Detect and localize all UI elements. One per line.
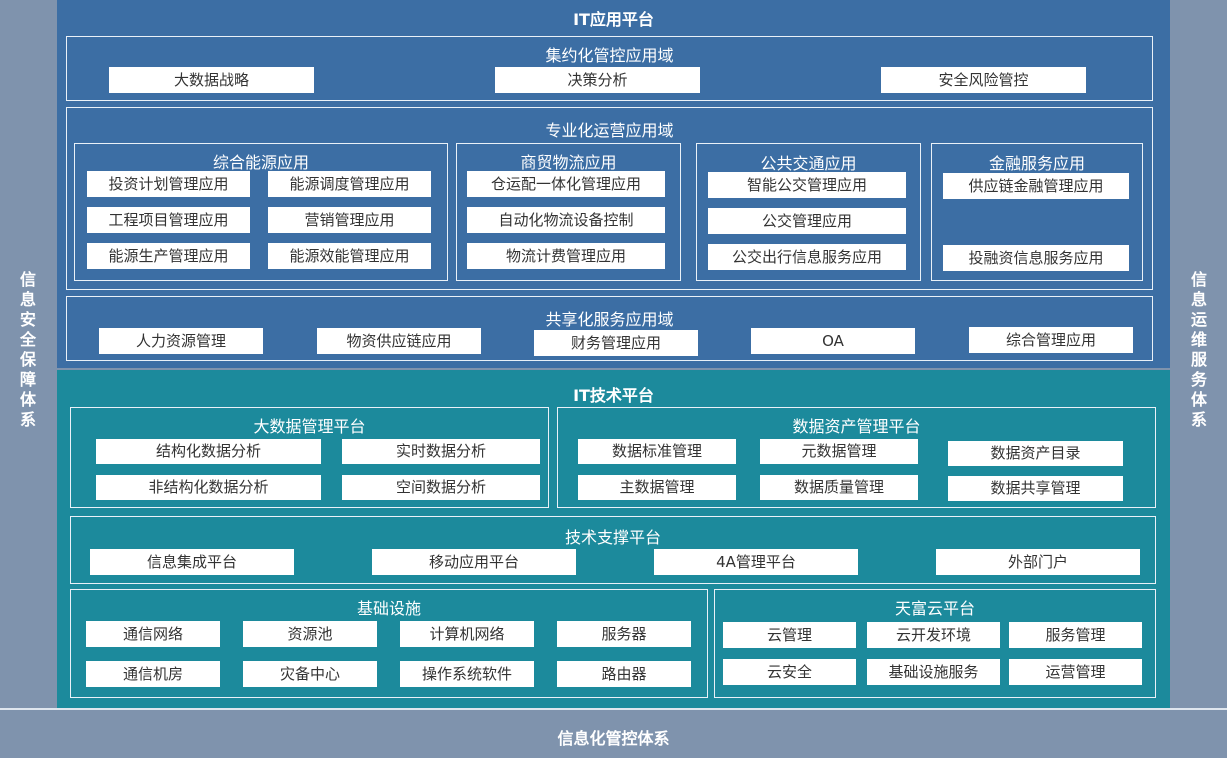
professional-domain [66, 107, 1153, 290]
data-asset-platform-title: 数据资产管理平台 [792, 417, 921, 436]
bottom-band-label: 信息化管控体系 [557, 729, 670, 748]
it-tech-platform [57, 370, 1170, 708]
logistics-item: 仓运配一体化管理应用 [467, 171, 665, 197]
data-asset-item: 数据资产目录 [948, 441, 1123, 466]
shared-item: 物资供应链应用 [317, 328, 481, 354]
centralized-item: 决策分析 [495, 67, 700, 93]
centralized-item: 大数据战略 [109, 67, 314, 93]
shared-domain [66, 296, 1153, 361]
transit-item: 公交管理应用 [708, 208, 906, 234]
cloud-item: 云安全 [723, 659, 856, 685]
energy-group-title: 综合能源应用 [212, 153, 309, 172]
cloud-group-title: 天富云平台 [894, 599, 975, 618]
infra-group [70, 589, 708, 698]
infra-item: 灾备中心 [243, 661, 377, 687]
infra-group-title: 基础设施 [356, 599, 421, 618]
finance-item: 供应链金融管理应用 [943, 173, 1129, 199]
logistics-group-title: 商贸物流应用 [520, 153, 617, 172]
finance-item: 投融资信息服务应用 [943, 245, 1129, 271]
centralized-item: 安全风险管控 [881, 67, 1086, 93]
transit-group [696, 143, 921, 281]
energy-item: 营销管理应用 [268, 207, 431, 233]
right-side-band: 信息运维服务体系 [1171, 0, 1227, 708]
energy-item: 能源调度管理应用 [268, 171, 431, 197]
data-asset-item: 元数据管理 [760, 439, 918, 464]
energy-item: 投资计划管理应用 [87, 171, 250, 197]
it-app-platform-title: IT应用平台 [573, 10, 654, 29]
cloud-item: 运营管理 [1009, 659, 1142, 685]
bigdata-platform [70, 407, 549, 508]
infra-item: 操作系统软件 [400, 661, 534, 687]
infra-item: 路由器 [557, 661, 691, 687]
shared-domain-title: 共享化服务应用域 [545, 310, 674, 329]
centralized-domain-title: 集约化管控应用域 [545, 46, 674, 65]
data-asset-item: 数据标准管理 [578, 439, 736, 464]
left-side-band: 信息安全保障体系 [0, 0, 56, 708]
energy-group [74, 143, 448, 281]
energy-item: 能源效能管理应用 [268, 243, 431, 269]
tech-support-platform-title: 技术支撑平台 [564, 528, 661, 547]
shared-item: 综合管理应用 [969, 327, 1133, 353]
energy-item: 工程项目管理应用 [87, 207, 250, 233]
cloud-item: 云管理 [723, 622, 856, 648]
infra-item: 服务器 [557, 621, 691, 647]
shared-item: 人力资源管理 [99, 328, 263, 354]
tech-support-item: 移动应用平台 [372, 549, 576, 575]
infra-item: 资源池 [243, 621, 377, 647]
data-asset-platform [557, 407, 1156, 508]
logistics-item: 物流计费管理应用 [467, 243, 665, 269]
bigdata-item: 空间数据分析 [342, 475, 540, 500]
professional-domain-title: 专业化运营应用域 [545, 121, 674, 140]
transit-item: 智能公交管理应用 [708, 172, 906, 198]
tech-support-item: 4A管理平台 [654, 549, 858, 575]
centralized-domain [66, 36, 1153, 101]
infra-item: 计算机网络 [400, 621, 534, 647]
right-side-label: 信息运维服务体系 [1190, 270, 1207, 429]
data-asset-item: 数据共享管理 [948, 476, 1123, 501]
bigdata-item: 结构化数据分析 [96, 439, 321, 464]
bigdata-item: 实时数据分析 [342, 439, 540, 464]
energy-item: 能源生产管理应用 [87, 243, 250, 269]
transit-item: 公交出行信息服务应用 [708, 244, 906, 270]
cloud-item: 云开发环境 [867, 622, 1000, 648]
bottom-band: 信息化管控体系 [0, 708, 1227, 758]
data-asset-item: 主数据管理 [578, 475, 736, 500]
data-asset-item: 数据质量管理 [760, 475, 918, 500]
transit-group-title: 公共交通应用 [760, 154, 857, 173]
left-side-label: 信息安全保障体系 [19, 270, 36, 429]
finance-group-title: 金融服务应用 [988, 154, 1085, 173]
cloud-item: 服务管理 [1009, 622, 1142, 648]
finance-group [931, 143, 1143, 281]
infra-item: 通信机房 [86, 661, 220, 687]
cloud-item: 基础设施服务 [867, 659, 1000, 685]
logistics-item: 自动化物流设备控制 [467, 207, 665, 233]
logistics-group [456, 143, 681, 281]
bigdata-platform-title: 大数据管理平台 [253, 417, 366, 436]
infra-item: 通信网络 [86, 621, 220, 647]
it-tech-platform-title: IT技术平台 [573, 386, 654, 405]
shared-item: OA [751, 328, 915, 354]
tech-support-platform [70, 516, 1156, 584]
tech-support-item: 信息集成平台 [90, 549, 294, 575]
tech-support-item: 外部门户 [936, 549, 1140, 575]
cloud-group [714, 589, 1156, 698]
bigdata-item: 非结构化数据分析 [96, 475, 321, 500]
shared-item: 财务管理应用 [534, 330, 698, 356]
